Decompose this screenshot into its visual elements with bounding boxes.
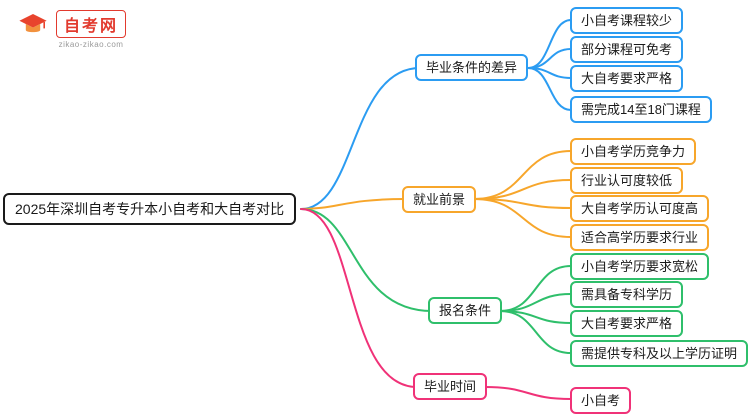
branch-node-graduation-conditions[interactable]: 毕业条件的差异 — [415, 54, 529, 81]
connector-line — [499, 293, 572, 312]
connector-line — [499, 265, 572, 312]
connector-line — [473, 150, 572, 200]
logo-subtitle: zikao-zikao.com — [58, 40, 124, 49]
leaf-node[interactable]: 大自考要求严格 — [570, 65, 684, 92]
logo-graduation-cap-icon — [16, 10, 50, 47]
branch-node-employment-prospects[interactable]: 就业前景 — [402, 186, 477, 213]
connector-line — [300, 208, 418, 388]
connector-line — [527, 19, 572, 69]
branch-node-registration-conditions[interactable]: 报名条件 — [428, 297, 503, 324]
connector-line — [300, 198, 407, 210]
leaf-node[interactable]: 行业认可度较低 — [570, 167, 684, 194]
leaf-node[interactable]: 大自考要求严格 — [570, 310, 684, 337]
leaf-node[interactable]: 小自考课程较少 — [570, 7, 684, 34]
site-logo[interactable]: 自考网 zikao-zikao.com — [16, 10, 127, 49]
connector-line — [527, 67, 572, 111]
root-topic-node[interactable]: 2025年深圳自考专升本小自考和大自考对比 — [3, 193, 297, 225]
connector-line — [473, 198, 572, 238]
leaf-node[interactable]: 小自考学历竞争力 — [570, 138, 697, 165]
logo-title: 自考网 — [56, 10, 127, 38]
leaf-node[interactable]: 适合高学历要求行业 — [570, 224, 710, 251]
connector-line — [473, 179, 572, 200]
leaf-node[interactable]: 需完成14至18门课程 — [570, 96, 712, 123]
leaf-node[interactable]: 需提供专科及以上学历证明 — [570, 340, 749, 367]
connector-line — [300, 208, 433, 312]
branch-node-graduation-time[interactable]: 毕业时间 — [413, 373, 488, 400]
leaf-node[interactable]: 小自考学历要求宽松 — [570, 253, 710, 280]
connector-line — [527, 48, 572, 69]
leaf-node[interactable]: 需具备专科学历 — [570, 281, 684, 308]
connector-line — [499, 310, 572, 354]
leaf-node[interactable]: 部分课程可免考 — [570, 36, 684, 63]
connector-line — [484, 386, 572, 400]
logo-text: 自考网 zikao-zikao.com — [56, 10, 127, 49]
connector-line — [300, 67, 421, 210]
leaf-node[interactable]: 大自考学历认可度高 — [570, 195, 710, 222]
